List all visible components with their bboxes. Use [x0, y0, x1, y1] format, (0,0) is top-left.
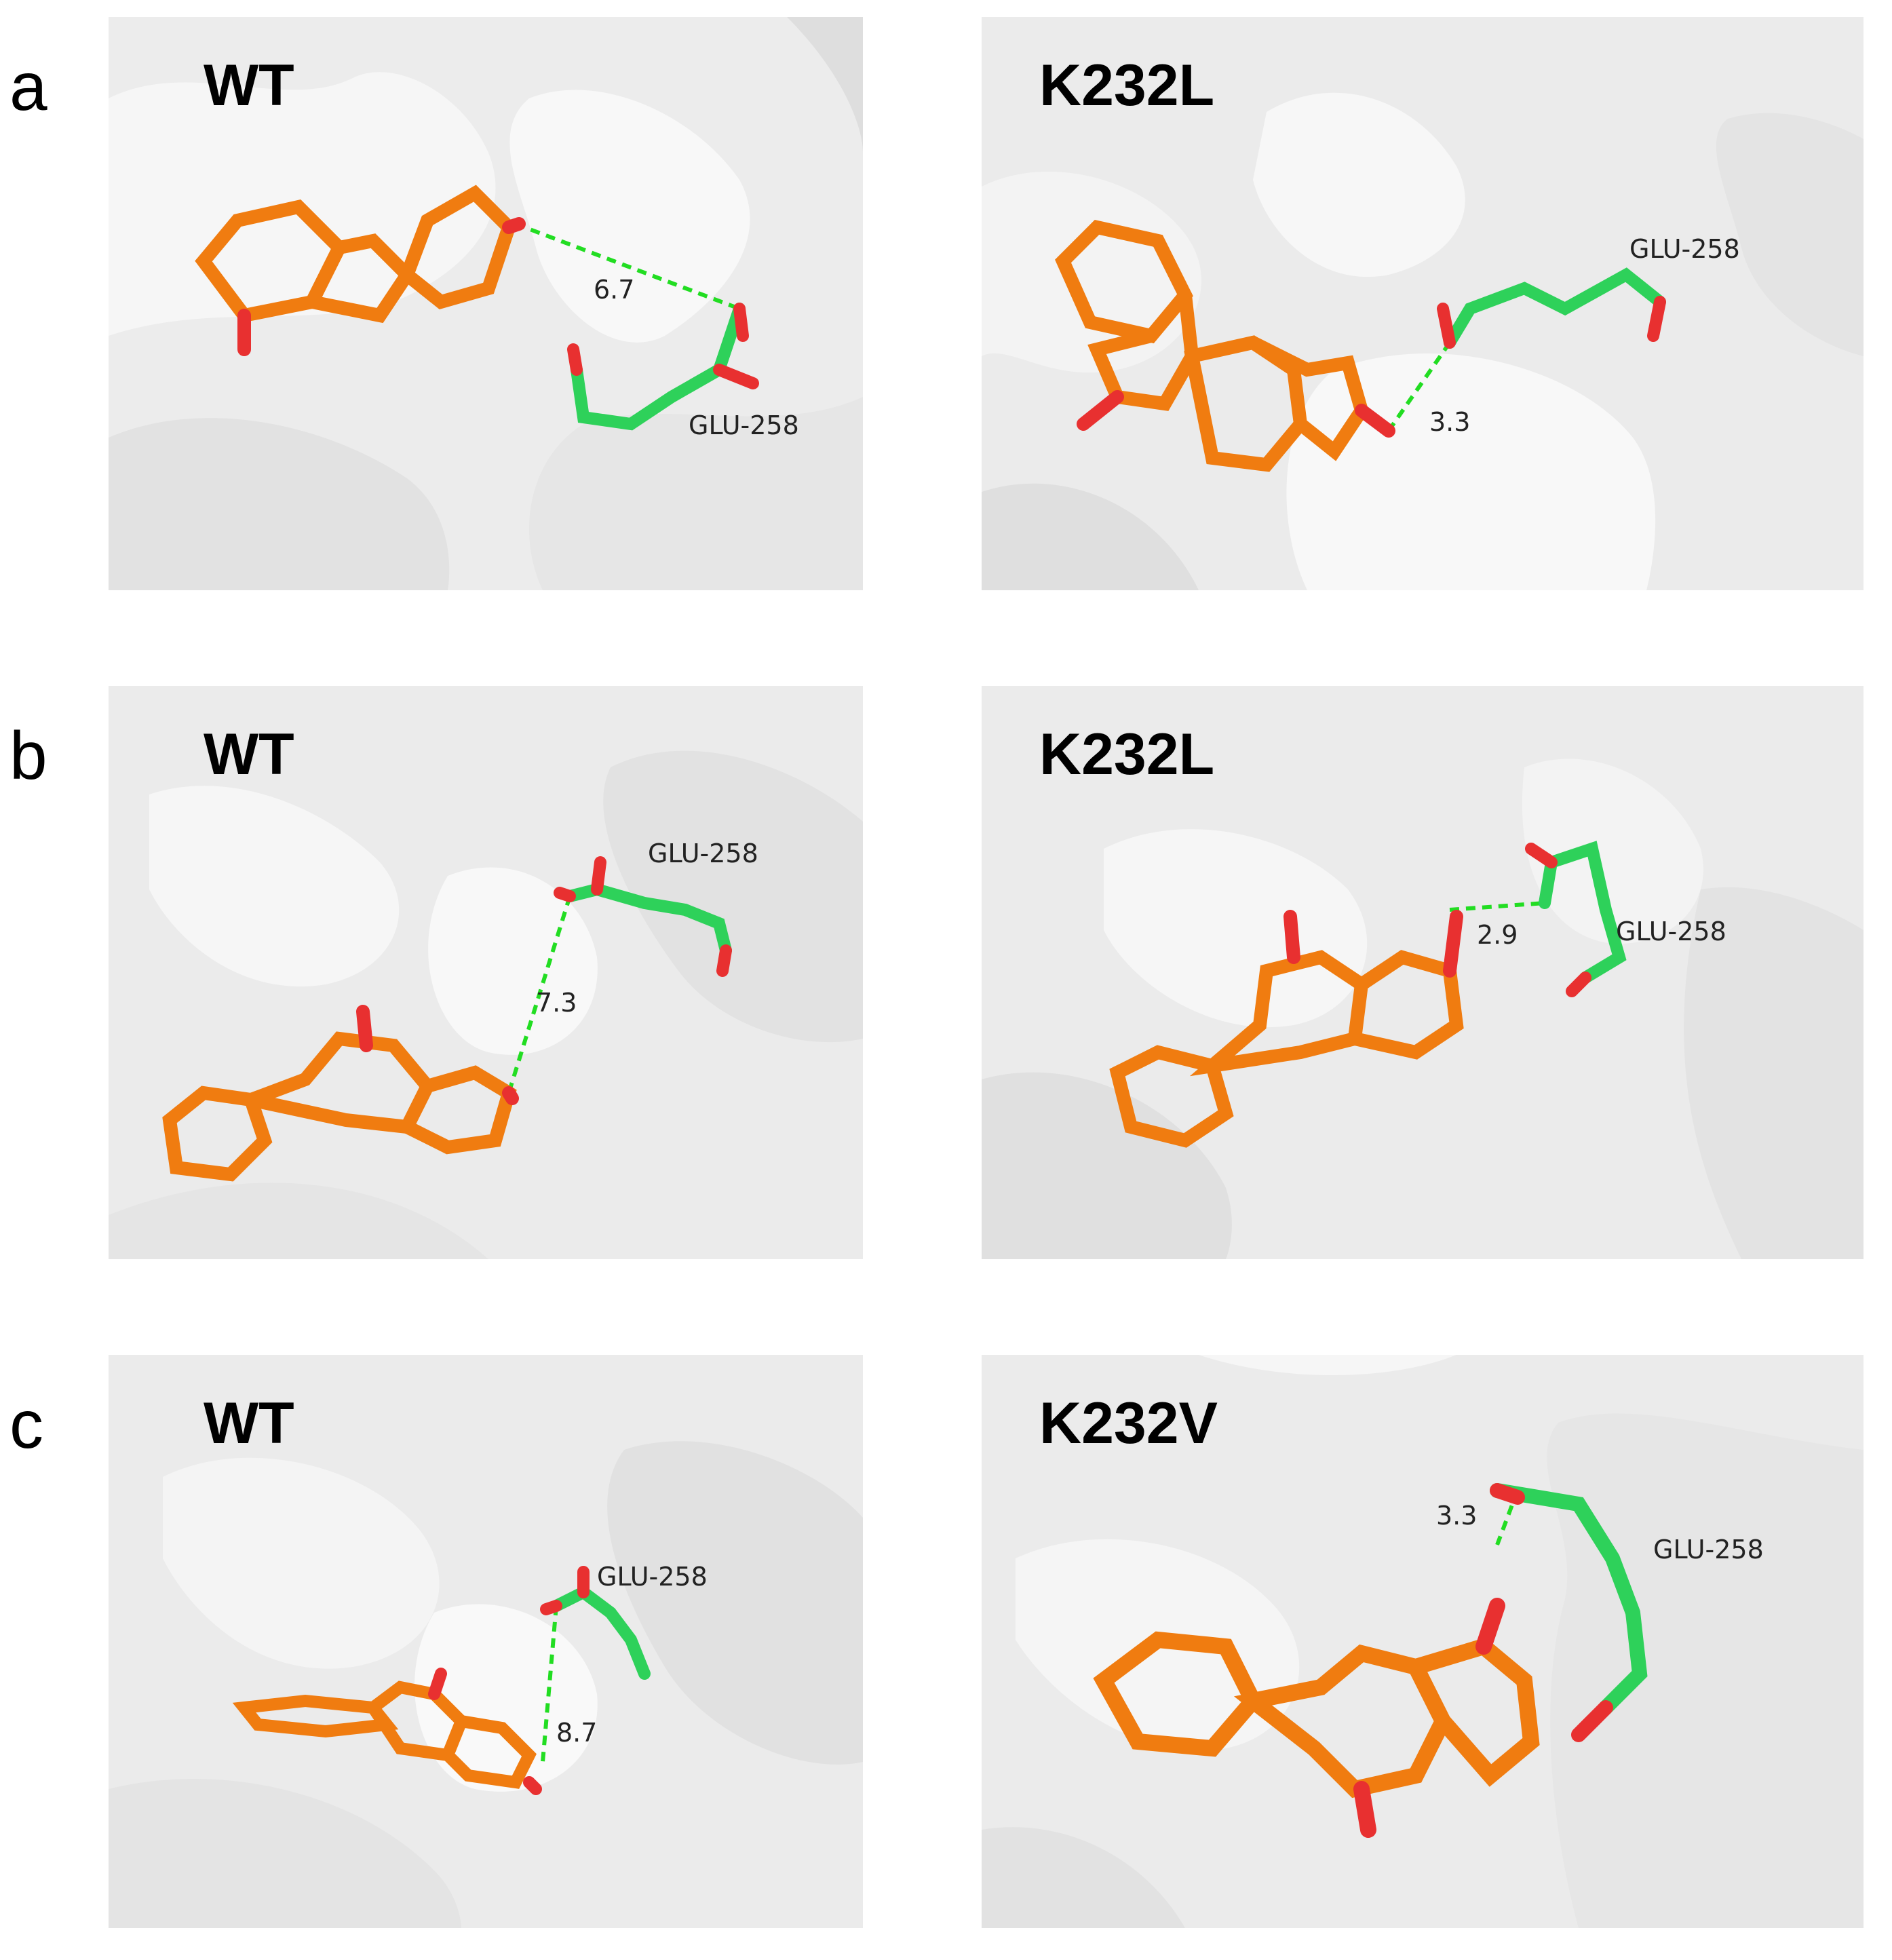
- row-label-b: b: [9, 718, 47, 794]
- panel-title: K232L: [1039, 53, 1215, 118]
- panel-c-wt: 8.7 GLU-258 WT: [109, 1355, 863, 1928]
- residue-label: GLU-258: [1616, 917, 1726, 946]
- surface-a-mutant: [982, 17, 1864, 590]
- panel-c-mutant: 3.3 GLU-258 K232V: [982, 1355, 1864, 1928]
- distance-label: 3.3: [1436, 1501, 1477, 1531]
- surface-c-wt: [109, 1355, 863, 1928]
- molecule-a-wt: 6.7 GLU-258: [195, 185, 799, 440]
- row-label-a: a: [9, 49, 47, 125]
- residue-label: GLU-258: [648, 839, 758, 868]
- panel-a-wt: 6.7 GLU-258 WT: [109, 17, 863, 590]
- distance-label: 3.3: [1429, 407, 1470, 437]
- row-label-c: c: [9, 1387, 43, 1463]
- molecule-c-mutant: 3.3 GLU-258: [1093, 1483, 1764, 1838]
- panel-title: K232L: [1039, 722, 1215, 787]
- panel-title: WT: [204, 722, 294, 787]
- residue-label: GLU-258: [597, 1562, 708, 1592]
- surface-c-mutant: [982, 1355, 1864, 1928]
- panel-a-mutant: 3.3 GLU-258 K232L: [982, 17, 1864, 590]
- distance-label: 8.7: [556, 1718, 597, 1748]
- residue-label: GLU-258: [689, 410, 799, 440]
- molecule-b-wt: 7.3 GLU-258: [162, 839, 758, 1182]
- molecule-c-wt: 8.7 GLU-258: [232, 1562, 708, 1795]
- molecule-a-mutant: 3.3 GLU-258: [1055, 220, 1740, 472]
- distance-label: 2.9: [1477, 920, 1518, 950]
- surface-b-mutant: [982, 686, 1864, 1259]
- panel-b-mutant: 2.9 GLU-258 K232L: [982, 686, 1864, 1259]
- distance-label: 6.7: [594, 275, 634, 305]
- panel-title: WT: [204, 53, 294, 118]
- residue-label: GLU-258: [1653, 1535, 1764, 1564]
- distance-label: 7.3: [536, 988, 577, 1018]
- residue-label: GLU-258: [1629, 234, 1740, 264]
- panel-title: K232V: [1039, 1391, 1218, 1456]
- panel-title: WT: [204, 1391, 294, 1456]
- panel-b-wt: 7.3 GLU-258 WT: [109, 686, 863, 1259]
- molecule-b-mutant: 2.9 GLU-258: [1109, 841, 1726, 1148]
